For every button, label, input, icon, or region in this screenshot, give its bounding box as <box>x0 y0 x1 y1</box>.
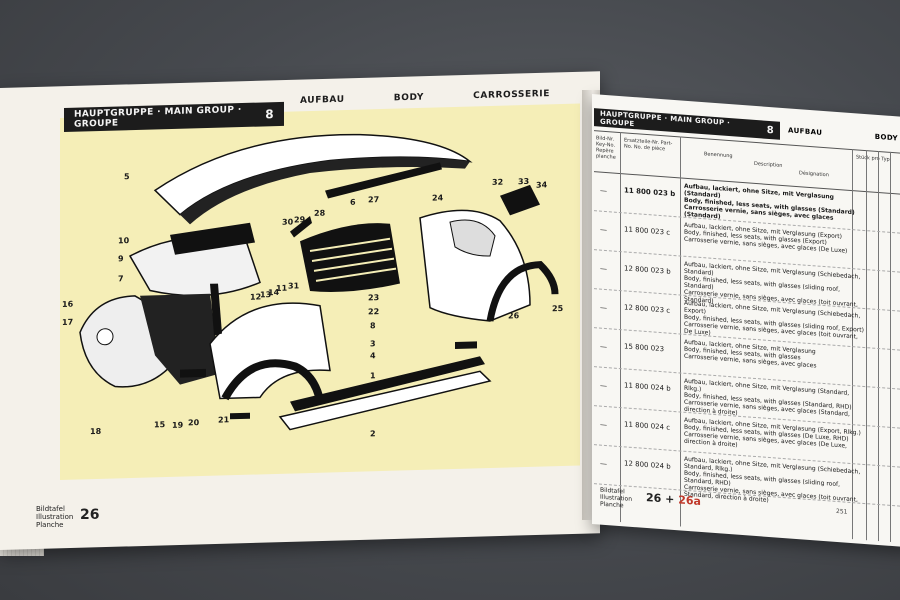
row-ref: — <box>600 342 607 352</box>
fender-wheel-arch <box>221 359 324 402</box>
part-number-label: 10 <box>118 236 130 246</box>
group-label: HAUPTGRUPPE · MAIN GROUP · GROUPE <box>74 105 242 130</box>
roof-rail <box>325 162 442 199</box>
right-illustration-footer: Bildtafel Illustration Planche 26 + 26a <box>600 487 701 510</box>
illustration-number: 26 <box>646 490 662 506</box>
title-de: AUFBAU <box>788 126 823 137</box>
title-en: BODY <box>393 92 425 104</box>
part-number-label: 20 <box>188 418 200 428</box>
exploded-body-diagram <box>79 133 559 431</box>
rear-seat-ribs <box>309 237 397 282</box>
part-number-label: 28 <box>314 208 326 218</box>
row-part-number: 11 800 024 c <box>624 420 671 432</box>
row-ref: — <box>600 459 607 469</box>
part-number-label: 8 <box>370 321 376 331</box>
footer-label-en: Illustration <box>36 513 74 521</box>
part-number-label: 23 <box>368 293 380 303</box>
col-qty: Stück pro Typ <box>856 154 890 163</box>
part-number-label: 9 <box>118 254 124 264</box>
part-number-label: 25 <box>552 303 564 314</box>
col-desc-fr: Désignation <box>799 170 829 179</box>
part-number-label: 31 <box>288 281 300 291</box>
parts-table: — 11 800 023 b Aufbau, lackiert, ohne Sitz… <box>594 172 900 508</box>
plus-sign: + <box>665 492 675 507</box>
right-page: HAUPTGRUPPE · MAIN GROUP · GROUPE 8 AUFB… <box>592 94 900 548</box>
rear-quarter-window <box>449 219 496 257</box>
rear-quarter-panel <box>419 209 531 322</box>
part-number-label: 6 <box>350 197 356 207</box>
part-number-label: 2 <box>370 429 376 439</box>
part-number-label: 18 <box>90 426 102 437</box>
hinge-part <box>290 216 312 238</box>
exploded-body-diagram-panel: 1 2 3 4 5 6 7 8 9 10 11 12 13 14 15 16 1… <box>60 103 580 480</box>
small-panel-part <box>455 341 477 349</box>
front-frame <box>140 293 220 385</box>
left-illustration-footer: Bildtafel Illustration Planche 26 <box>36 505 99 529</box>
row-part-number: 11 800 024 b <box>624 381 671 393</box>
part-number-label: 1 <box>370 371 376 381</box>
row-part-number: 15 800 023 <box>624 342 665 354</box>
group-number: 8 <box>766 124 774 136</box>
bracket-part <box>180 368 206 378</box>
title-de: AUFBAU <box>300 94 345 106</box>
sill-rail <box>290 356 485 412</box>
row-part-number: 12 800 023 c <box>624 303 671 315</box>
part-number-label: 19 <box>172 420 184 430</box>
illustration-number-supplement: 26a <box>678 493 701 509</box>
part-number-label: 30 <box>282 217 294 227</box>
rear-trim-strip <box>500 184 540 216</box>
b-pillar-part <box>210 283 222 336</box>
row-ref: — <box>600 381 607 391</box>
part-number-label: 7 <box>118 274 124 284</box>
row-ref: — <box>600 186 607 196</box>
illustration-number: 26 <box>80 507 100 523</box>
row-description: Aufbau, lackiert, ohne Sitze, mit Vergla… <box>684 456 864 511</box>
footer-label-de: Bildtafel <box>36 505 65 513</box>
part-number-label: 24 <box>432 193 444 203</box>
col-desc-de: Benennung <box>704 151 733 160</box>
title-en: BODY <box>874 132 898 143</box>
part-number-label: 29 <box>294 215 306 225</box>
col-part: Ersatzteile-Nr. Part-No. No. de pièce <box>624 137 673 153</box>
part-number-label: 5 <box>124 172 130 182</box>
part-number-label: 21 <box>218 415 230 425</box>
part-number-label: 27 <box>368 195 380 205</box>
col-desc-en: Description <box>754 160 783 169</box>
part-number-label: 34 <box>536 180 548 190</box>
clip-part <box>230 412 250 420</box>
row-ref: — <box>600 264 607 274</box>
row-part-number: 11 800 023 b <box>624 186 676 199</box>
page-number: 251 <box>836 507 848 516</box>
row-ref: — <box>600 225 607 235</box>
rear-wheel-arch <box>486 261 559 322</box>
title-fr: CARROSSERIE <box>473 89 550 102</box>
part-number-label: 15 <box>154 420 166 430</box>
group-number: 8 <box>265 107 274 122</box>
part-number-label: 16 <box>62 299 74 309</box>
row-part-number: 11 800 023 c <box>624 225 671 237</box>
part-number-label: 33 <box>518 176 530 187</box>
rear-seat-frame <box>300 223 400 292</box>
footer-label-fr: Planche <box>36 521 64 529</box>
row-part-number: 12 800 024 b <box>624 459 671 471</box>
part-number-label: 3 <box>370 339 376 349</box>
row-ref: — <box>600 420 607 430</box>
part-number-label: 4 <box>370 351 376 361</box>
row-part-number: 12 800 023 b <box>624 264 671 276</box>
part-number-label: 17 <box>62 317 74 327</box>
row-ref: — <box>600 303 607 313</box>
headlight-ring <box>96 328 114 346</box>
dashboard <box>170 222 255 255</box>
part-number-label: 26 <box>508 311 520 321</box>
part-number-label: 14 <box>268 287 280 298</box>
roof-shadow <box>180 157 470 225</box>
running-board <box>278 370 492 431</box>
part-number-label: 22 <box>368 307 380 317</box>
part-number-label: 32 <box>492 177 504 187</box>
illustration-numbers: 26 + 26a <box>646 490 701 509</box>
col-ref: Bild-Nr. Key-No. Repère planche <box>596 135 616 161</box>
right-section-titles: AUFBAU BODY <box>788 126 898 142</box>
